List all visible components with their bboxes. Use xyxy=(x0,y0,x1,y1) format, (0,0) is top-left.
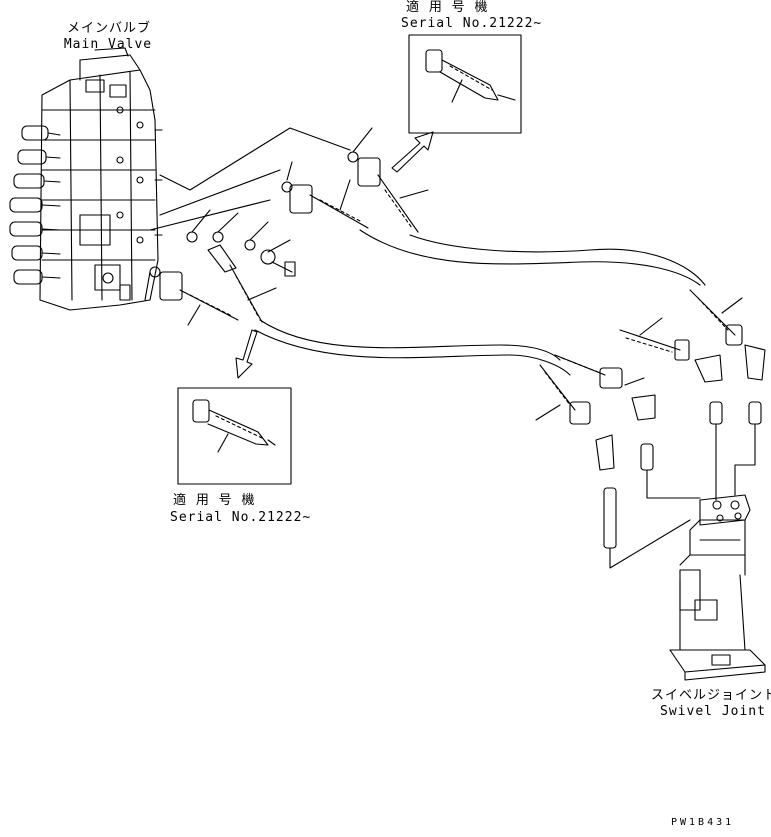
detail-box-bottom xyxy=(177,387,292,485)
detail-box-top xyxy=(408,34,522,134)
main-valve xyxy=(9,47,163,311)
swivel-fittings xyxy=(595,344,766,569)
hose-assemblies xyxy=(149,151,743,425)
swivel-joint-label-en: Swivel Joint xyxy=(660,704,766,719)
serial-top-label-jp: 適 用 号 機 xyxy=(406,0,489,15)
serial-bottom-label-jp: 適 用 号 機 xyxy=(173,493,256,508)
serial-bottom-label-en: Serial No.21222~ xyxy=(170,510,312,525)
serial-top-label-en: Serial No.21222~ xyxy=(401,16,543,31)
swivel-joint-label-jp: スイベルジョイント xyxy=(651,688,771,703)
drawing-code: PW1B431 xyxy=(671,817,735,828)
main-valve-label-jp: メインバルブ xyxy=(66,21,151,36)
spool-caps-left xyxy=(9,125,61,285)
swivel-joint xyxy=(669,494,766,681)
main-valve-label-en: Main Valve xyxy=(63,37,153,52)
arrow-to-bottom-detail xyxy=(235,329,258,379)
arrow-to-top-detail xyxy=(391,131,434,173)
leader-lines xyxy=(144,127,743,421)
hose-lines xyxy=(149,127,706,376)
